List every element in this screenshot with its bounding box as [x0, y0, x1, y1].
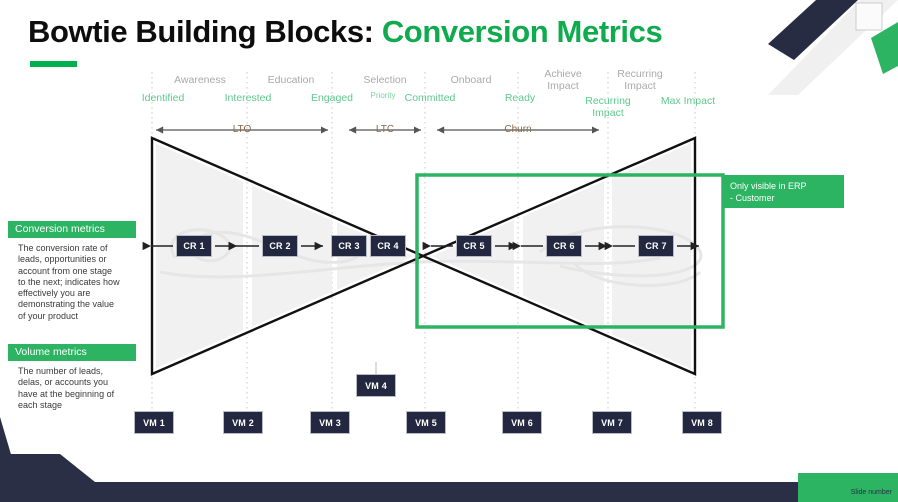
- cr-6-chip[interactable]: CR 6: [547, 236, 581, 256]
- cr-4-chip[interactable]: CR 4: [371, 236, 405, 256]
- vm-5-label: VM 5: [415, 417, 437, 428]
- bowtie-segment-5: [523, 181, 604, 331]
- vm-3-label: VM 3: [319, 417, 341, 428]
- vm-7-chip[interactable]: VM 7: [593, 412, 631, 433]
- cr-5-label: CR 5: [463, 241, 485, 251]
- cr-1-label: CR 1: [183, 241, 205, 251]
- conversion-metrics-body: The conversion rate of leads, opportunit…: [18, 243, 120, 321]
- cr-1-chip[interactable]: CR 1: [177, 236, 211, 256]
- cr-3-chip[interactable]: CR 3: [332, 236, 366, 256]
- cr-7-chip[interactable]: CR 7: [639, 236, 673, 256]
- bowtie-outline: [150, 136, 697, 376]
- erp-visibility-tag: Only visible in ERP - Customer: [723, 175, 844, 208]
- substage-interested: Interested: [224, 92, 272, 104]
- span-churn-label: Churn: [504, 124, 532, 135]
- vm-5-chip[interactable]: VM 5: [407, 412, 445, 433]
- cr-2-label: CR 2: [269, 241, 291, 251]
- stage-awareness: Awareness: [174, 74, 226, 86]
- substage-engaged: Engaged: [310, 92, 354, 104]
- bowtie-segment-1: [156, 143, 243, 369]
- cr-7-label: CR 7: [645, 241, 667, 251]
- erp-highlight-box: [415, 173, 725, 329]
- bowtie-segment-3: [337, 222, 418, 290]
- vm-2-chip[interactable]: VM 2: [224, 412, 262, 433]
- bowtie-shape: [150, 136, 697, 376]
- bowtie-segment-2: [252, 185, 332, 327]
- cr-6-label: CR 6: [553, 241, 575, 251]
- substage-identified: Identified: [141, 92, 185, 104]
- title-underline-rule: [30, 61, 77, 67]
- substage-priority: Priority: [370, 91, 396, 100]
- cr-2-chip[interactable]: CR 2: [263, 236, 297, 256]
- page-title-main: Bowtie Building Blocks:: [28, 14, 382, 49]
- substage-max-impact: Max Impact: [660, 95, 716, 107]
- slide-number-badge: Slide number: [798, 473, 898, 502]
- cr-3-label: CR 3: [338, 241, 360, 251]
- vm-8-chip[interactable]: VM 8: [683, 412, 721, 433]
- page-title: Bowtie Building Blocks: Conversion Metri…: [28, 14, 663, 50]
- vm-4-chip[interactable]: VM 4: [357, 375, 395, 396]
- span-ltc-label: LTC: [375, 124, 395, 135]
- volume-metrics-heading: Volume metrics: [8, 344, 136, 361]
- conversion-metrics-heading: Conversion metrics: [8, 221, 136, 238]
- vm-7-label: VM 7: [601, 417, 623, 428]
- cr-4-label: CR 4: [377, 241, 399, 251]
- stage-recurring-impact: Recurring Impact: [617, 68, 663, 92]
- substage-committed: Committed: [404, 92, 456, 104]
- vm-8-label: VM 8: [691, 417, 713, 428]
- bowtie-segment-fills: [156, 143, 691, 369]
- vm-1-chip[interactable]: VM 1: [135, 412, 173, 433]
- stage-achieve-impact: Achieve Impact: [544, 68, 582, 92]
- bowtie-segment-4: [429, 220, 514, 292]
- vm-2-label: VM 2: [232, 417, 254, 428]
- stage-education: Education: [267, 74, 315, 86]
- vm-3-chip[interactable]: VM 3: [311, 412, 349, 433]
- stage-onboard: Onboard: [450, 74, 492, 86]
- volume-metrics-body: The number of leads, delas, or accounts …: [18, 366, 115, 410]
- vm-1-label: VM 1: [143, 417, 165, 428]
- vm-6-label: VM 6: [511, 417, 533, 428]
- bowtie-segment-6: [612, 143, 691, 369]
- stage-selection: Selection: [363, 74, 407, 86]
- span-lto-label: LTO: [232, 124, 252, 135]
- substage-ready: Ready: [504, 92, 536, 104]
- page-title-accent: Conversion Metrics: [381, 14, 663, 49]
- substage-recurring-impact: Recurring Impact: [585, 95, 631, 119]
- cr-5-chip[interactable]: CR 5: [457, 236, 491, 256]
- vm-4-label: VM 4: [365, 380, 387, 391]
- vm-6-chip[interactable]: VM 6: [503, 412, 541, 433]
